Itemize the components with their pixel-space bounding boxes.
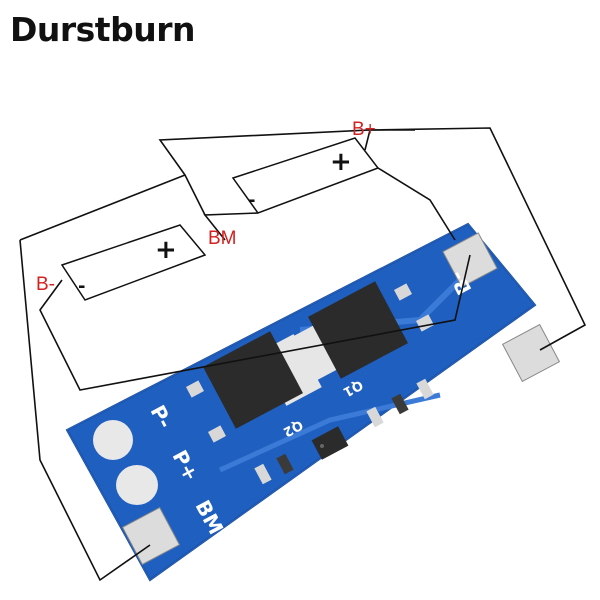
pad-p-minus [93, 420, 133, 460]
battery-2-plus: + [330, 147, 352, 177]
smd-components [254, 378, 434, 485]
label-b-plus: B+ [352, 119, 376, 140]
wire-bm [203, 212, 259, 241]
wire-cell2-to-b-minus-pad [377, 167, 456, 241]
label-b-minus: B- [36, 274, 55, 295]
pad-bm [121, 506, 181, 566]
wire-b-plus [369, 127, 587, 351]
wire-b-minus [39, 254, 471, 391]
silk-u1: U1 [337, 460, 354, 475]
ic-u1 [311, 426, 349, 460]
mosfet-q1 [291, 281, 434, 382]
brand-logo: Durstburn [10, 10, 195, 49]
pcb-board: B- B+ P- P+ BM Q1 Q2 U1 R3 C3 C2 R2 C1 R… [65, 222, 561, 582]
pad-b-minus [442, 232, 498, 288]
wiring [19, 127, 587, 582]
pad-b-plus [501, 323, 561, 383]
silk-r3: R3 [457, 407, 472, 423]
silk-c2: C2 [403, 429, 418, 445]
battery-1-minus: - [78, 276, 85, 297]
pad-label-b-plus: B+ [473, 354, 509, 394]
silk-r2: R2 [381, 439, 396, 455]
battery-cell-2: - + [231, 137, 380, 214]
mosfet-q2 [186, 331, 322, 443]
battery-1-plus: + [155, 235, 177, 265]
wire-bm-to-pad [19, 239, 151, 582]
silk-c1: C1 [297, 487, 312, 503]
silk-r1: R1 [279, 497, 294, 513]
battery-cell-1: - + [60, 224, 207, 301]
silk-c3: C3 [429, 417, 444, 433]
pad-p-plus [116, 465, 158, 505]
battery-2-minus: - [248, 190, 255, 211]
label-bm: BM [208, 228, 237, 249]
